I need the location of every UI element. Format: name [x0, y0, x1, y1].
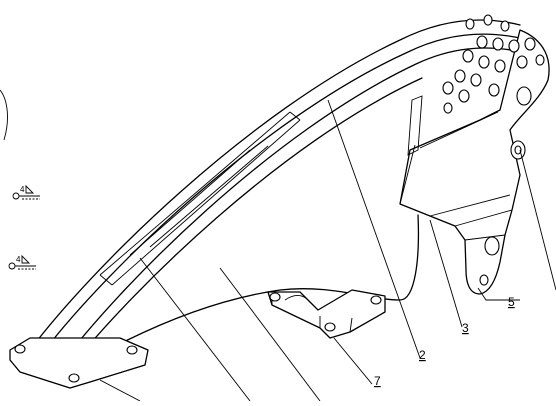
part-label-5: 5 [508, 295, 515, 309]
bracket-item-7 [267, 289, 386, 339]
curved-arm [29, 19, 550, 382]
lightening-holes [442, 14, 545, 286]
base-plate-left [9, 337, 149, 389]
part-label-3: 3 [462, 321, 469, 335]
weld-symbol-lower: 4 [8, 254, 36, 270]
part-labels: 2 3 5 7 [374, 295, 515, 388]
part-label-7: 7 [374, 374, 381, 388]
fillet-weld-icon [25, 184, 35, 194]
leader-lines [0, 89, 556, 402]
fillet-weld-icon [21, 254, 31, 264]
weld-size-label: 4 [16, 255, 21, 264]
part-label-2: 2 [419, 348, 426, 362]
weld-size-label: 4 [20, 185, 25, 194]
weld-symbol-upper: 4 [12, 184, 40, 200]
